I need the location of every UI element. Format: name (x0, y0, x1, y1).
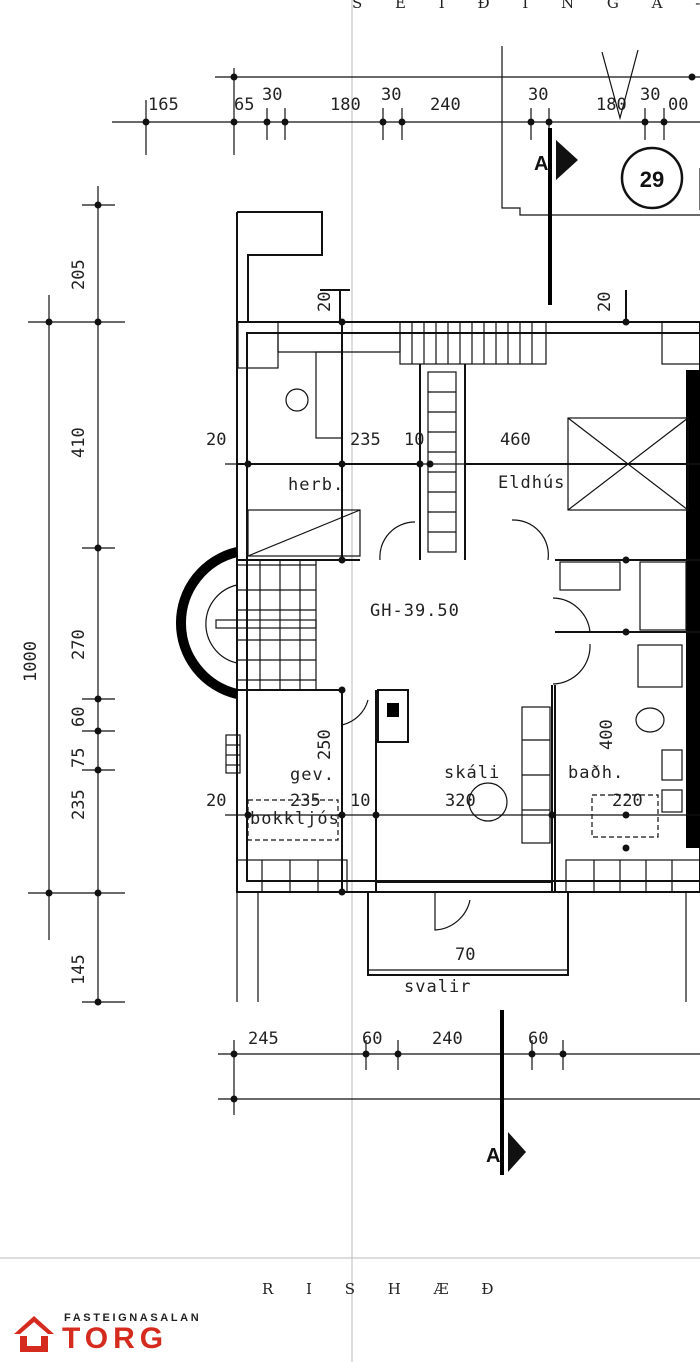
room-label-utility: gev. (290, 765, 335, 785)
room-label-hall: skáli (444, 763, 500, 783)
section-header: S E I Ð I N G A - A (352, 0, 700, 12)
inner-dim-6: 460 (500, 430, 531, 450)
left-dim-0: 205 (69, 259, 89, 290)
top-dim-1: 65 (234, 95, 254, 115)
left-dim-3: 60 (69, 707, 89, 727)
floor-level-label: GH-39.50 (370, 601, 460, 621)
bottom-dim-2: 240 (432, 1029, 463, 1049)
inner-dim-5: 10 (404, 430, 424, 450)
inner-dim-7: 320 (445, 791, 476, 811)
hall-details (468, 706, 551, 844)
inner-dim-13: 70 (455, 945, 475, 965)
bedroom-details (247, 334, 401, 557)
bottom-windows (236, 859, 700, 893)
inner-dim-2: 20 (206, 430, 226, 450)
top-dim-7: 180 (596, 95, 627, 115)
top-dim-3: 180 (330, 95, 361, 115)
bathroom-details (591, 644, 683, 838)
room-label-kitchen: Eldhús (498, 473, 565, 493)
house-number: 29 (640, 167, 664, 192)
left-dim-4: 75 (69, 748, 89, 768)
top-dim-4: 30 (381, 85, 401, 105)
top-windows (237, 321, 700, 369)
inner-dim-3: 20 (206, 791, 226, 811)
inner-dim-9: 235 (290, 791, 321, 811)
staircase (175, 371, 457, 699)
room-label-bath: baðh. (568, 763, 624, 783)
company-logo: FASTEIGNASALAN TORG (12, 1312, 222, 1356)
door-swings (341, 519, 591, 931)
top-dim-5: 240 (430, 95, 461, 115)
room-label-bakk: bokkljós (250, 809, 340, 829)
left-dim-1: 410 (69, 427, 89, 458)
inner-dim-0: 20 (315, 292, 335, 312)
exterior-walls (236, 211, 700, 893)
bottom-dim-1: 60 (362, 1029, 382, 1049)
inner-dim-8: 220 (612, 791, 643, 811)
bottom-dimension-lines (218, 1040, 700, 1115)
left-dim-6: 145 (69, 954, 89, 985)
top-dimension-lines (112, 68, 700, 155)
utility-details (225, 734, 339, 841)
top-dim-8: 30 (640, 85, 660, 105)
logo-subtitle: FASTEIGNASALAN (64, 1312, 202, 1324)
left-dim-2: 270 (69, 629, 89, 660)
kitchen-details (559, 417, 689, 631)
top-dim-9: 00 (668, 95, 688, 115)
inner-dim-4: 235 (350, 430, 381, 450)
top-dim-2: 30 (262, 85, 282, 105)
house-logo-icon (14, 1316, 54, 1352)
left-dimension-lines (28, 186, 125, 1006)
top-dim-6: 30 (528, 85, 548, 105)
room-label-herb: herb. (288, 475, 344, 495)
inner-dim-dots (244, 318, 630, 896)
room-label-balcony: svalir (404, 977, 471, 997)
section-mark-top: A (534, 153, 548, 175)
section-mark-bottom: A (486, 1145, 500, 1167)
inner-dim-11: 250 (315, 729, 335, 760)
house-number-circle (620, 146, 684, 210)
logo-name: TORG (62, 1322, 169, 1355)
inner-dim-1: 20 (595, 292, 615, 312)
inner-dim-10: 10 (350, 791, 370, 811)
elevation-footer: R I S H Æ Ð (262, 1280, 508, 1298)
inner-dim-12: 400 (597, 719, 617, 750)
left-dim-5: 235 (69, 789, 89, 820)
top-dim-0: 165 (148, 95, 179, 115)
balcony (236, 892, 687, 1002)
left-dim-total: 1000 (21, 641, 41, 682)
bottom-dim-3: 60 (528, 1029, 548, 1049)
bottom-dim-0: 245 (248, 1029, 279, 1049)
